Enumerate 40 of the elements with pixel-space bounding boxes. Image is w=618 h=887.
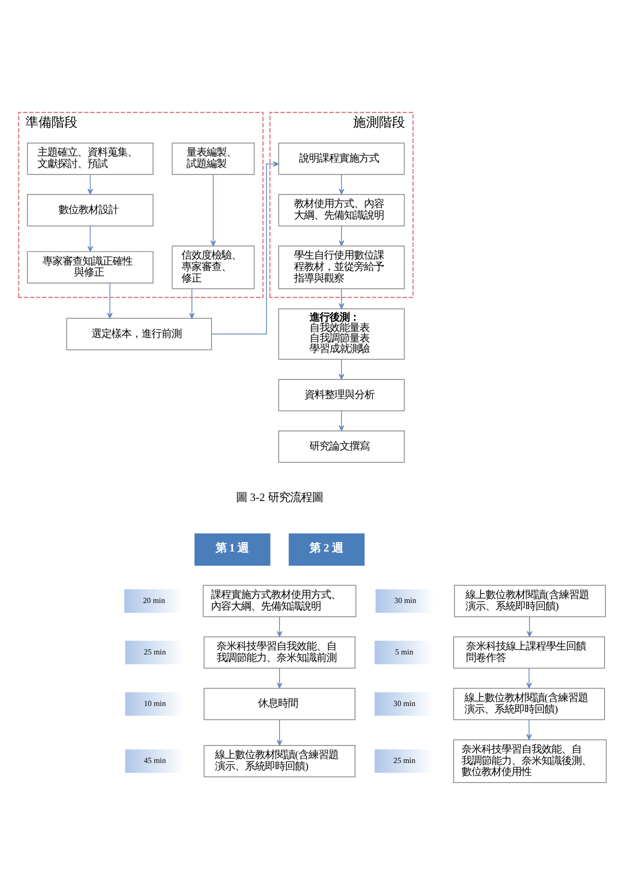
node-box: 奈米科技線上課程學生回饋問卷作答 xyxy=(453,636,605,668)
arrow xyxy=(526,667,532,688)
node-box: 說明課程實施方式 xyxy=(278,142,405,174)
node-box: 數位教材設計 xyxy=(26,194,154,226)
node-box: 第 1 週 xyxy=(194,532,270,566)
node-box: 線上數位教材閱讀(含練習題演示、系統即時回饋) xyxy=(453,687,605,720)
node-box: 教材使用方式、內容大綱、先備知識說明 xyxy=(278,194,405,226)
node-box: 線上數位教材閱讀(含練習題演示、系統即時回饋) xyxy=(454,584,606,617)
label: 圖 3-2 研究流程圖 xyxy=(236,492,323,504)
node-box: 進行後測： 自我效能量表 自我調節量表 學習成就測驗 xyxy=(278,308,405,360)
arrow xyxy=(276,718,282,746)
node-box: 主題確立、資料蒐集、文獻探討、預試 xyxy=(26,142,154,174)
arrow xyxy=(338,288,344,309)
arrow xyxy=(210,174,216,246)
node-box: 奈米科技學習自我效能、自我調節能力、奈米知識前測 xyxy=(204,636,356,668)
node-box: 量表編製、試題編製 xyxy=(172,142,255,174)
node-box: 學生自行使用數位課程教材，並從旁給予指導與觀察 xyxy=(278,245,405,289)
arrow xyxy=(276,616,282,636)
node-box: 專家審查知識正確性與修正 xyxy=(26,250,154,283)
arrow xyxy=(87,225,94,252)
node-box: 奈米科技學習自我效能、自我調節能力、奈米知識後測、數位教材使用性 xyxy=(453,738,607,782)
node-box: 休息時間 xyxy=(204,687,356,720)
arrow xyxy=(526,718,532,740)
node-box: 課程實施方式教材使用方式、內容大綱、先備知識說明 xyxy=(202,584,356,617)
arrow xyxy=(107,282,113,318)
arrow xyxy=(338,410,344,431)
node-box: 選定樣本，進行前測 xyxy=(66,317,212,350)
arrow xyxy=(276,667,282,688)
arrow xyxy=(211,160,279,334)
arrow xyxy=(526,616,532,636)
arrow xyxy=(338,225,344,246)
node-box: 資料整理與分析 xyxy=(278,378,405,411)
arrow xyxy=(338,174,344,194)
node-box: 第 2 週 xyxy=(288,532,365,566)
node-box: 信效度檢驗、專家審查、修正 xyxy=(172,245,255,289)
node-box: 線上數位教材閱讀(含練習題演示、系統即時回饋) xyxy=(204,744,356,777)
node-box: 研究論文撰寫 xyxy=(278,430,405,462)
arrow xyxy=(189,288,195,318)
arrow xyxy=(87,174,94,194)
arrow xyxy=(338,358,344,380)
